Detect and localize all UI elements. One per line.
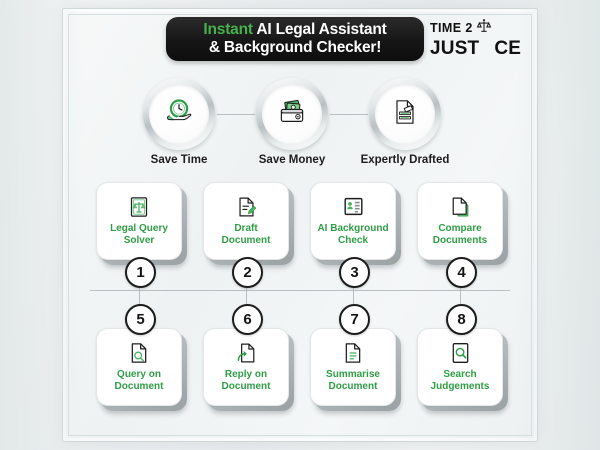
card-label-line-2: Document — [114, 380, 164, 392]
card-label-line-2: Check — [337, 234, 368, 246]
benefit-label: Expertly Drafted — [360, 154, 450, 166]
card-label-line-2: Document — [221, 234, 271, 246]
benefit-item-expertly-drafted[interactable]: Expertly Drafted — [361, 78, 449, 166]
document-search-icon — [129, 342, 149, 364]
card-label-line-1: AI Background — [317, 222, 389, 234]
card-label-line-1: Compare — [438, 222, 482, 234]
wallet-with-cash-icon — [275, 95, 309, 134]
card-label-line-1: Search — [443, 368, 477, 380]
card-label: AI Background Check — [317, 223, 388, 247]
logo-line-2: JUST CE — [430, 39, 521, 59]
feature-card-query-on-document[interactable]: Query on Document 5 — [96, 304, 187, 411]
header: Instant AI Legal Assistant & Background … — [62, 8, 538, 70]
title-line-2: & Background Checker! — [208, 39, 382, 56]
title-line-1-rest: AI Legal Assistant — [252, 21, 387, 38]
card-label-line-2: Judgements — [430, 380, 490, 392]
card-label: Legal Query Solver — [110, 223, 168, 247]
benefit-item-save-time[interactable]: Save Time — [143, 78, 215, 166]
copy-documents-icon — [450, 196, 471, 218]
benefit-label: Save Money — [258, 154, 326, 166]
feature-card-search-judgements[interactable]: Search Judgements 8 — [417, 304, 508, 411]
brand-logo[interactable]: TIME 2 JUST CE — [430, 18, 526, 60]
card-face: Reply on Document — [203, 328, 289, 406]
step-number-badge-3: 3 — [339, 257, 370, 288]
card-label: Query on Document — [115, 369, 164, 393]
scales-document-icon — [129, 196, 149, 218]
card-label: Draft Document — [222, 223, 271, 247]
card-face: Summarise Document — [310, 328, 396, 406]
feature-grid: Legal Query Solver 1 — [62, 182, 538, 442]
card-label: Search Judgements — [431, 369, 490, 393]
title-line-1: Instant AI Legal Assistant — [203, 21, 386, 39]
card-label-line-2: Document — [221, 380, 271, 392]
benefit-item-save-money[interactable]: Save Money — [256, 78, 328, 166]
benefit-face — [149, 84, 209, 144]
card-face: Query on Document — [96, 328, 182, 406]
card-label-line-2: Documents — [432, 234, 488, 246]
benefit-face — [375, 84, 435, 144]
title-banner: Instant AI Legal Assistant & Background … — [166, 17, 424, 61]
card-label: Compare Documents — [433, 223, 487, 247]
magnifier-document-icon — [451, 342, 470, 364]
card-label-line-1: Draft — [234, 222, 258, 234]
card-face: AI Background Check — [310, 182, 396, 260]
benefits-row: Save Time Save Mon — [62, 78, 538, 170]
step-number-badge-8: 8 — [446, 304, 477, 335]
id-card-icon — [343, 196, 364, 218]
card-label-line-1: Legal Query — [110, 222, 168, 234]
step-number-badge-5: 5 — [125, 304, 156, 335]
document-lines-icon — [343, 342, 363, 364]
benefit-face — [262, 84, 322, 144]
card-label-line-1: Summarise — [326, 368, 380, 380]
card-label: Reply on Document — [222, 369, 271, 393]
card-face: Search Judgements — [417, 328, 503, 406]
feature-card-ai-background-check[interactable]: AI Background Check 3 — [310, 182, 401, 288]
card-face: Compare Documents — [417, 182, 503, 260]
benefit-connector-1 — [217, 114, 255, 115]
step-number-badge-7: 7 — [339, 304, 370, 335]
grid-divider — [90, 290, 510, 291]
step-number-badge-4: 4 — [446, 257, 477, 288]
scales-of-justice-icon — [476, 18, 492, 39]
clock-on-hand-icon — [162, 95, 196, 134]
card-label-line-2: Document — [328, 380, 378, 392]
feature-card-legal-query-solver[interactable]: Legal Query Solver 1 — [96, 182, 187, 288]
logo-word-just: JUST — [430, 38, 480, 59]
feature-card-reply-on-document[interactable]: Reply on Document 6 — [203, 304, 294, 411]
card-label-line-1: Query on — [117, 368, 161, 380]
feature-card-compare-documents[interactable]: Compare Documents 4 — [417, 182, 508, 288]
benefit-label: Save Time — [150, 154, 208, 166]
title-accent-word: Instant — [203, 21, 253, 38]
poster-frame-inner — [68, 14, 532, 436]
drafted-document-icon — [389, 96, 421, 133]
logo-word-ce: CE — [494, 38, 522, 59]
benefit-connector-2 — [330, 114, 368, 115]
step-number-badge-2: 2 — [232, 257, 263, 288]
card-label-line-2: Solver — [123, 234, 155, 246]
logo-line-1: TIME 2 — [430, 21, 473, 35]
feature-card-draft-document[interactable]: Draft Document 2 — [203, 182, 294, 288]
document-reply-icon — [236, 342, 257, 364]
card-face: Draft Document — [203, 182, 289, 260]
card-label-line-1: Reply on — [224, 368, 268, 380]
feature-card-summarise-document[interactable]: Summarise Document 7 — [310, 304, 401, 411]
document-pen-icon — [236, 196, 257, 218]
card-face: Legal Query Solver — [96, 182, 182, 260]
step-number-badge-6: 6 — [232, 304, 263, 335]
card-label: Summarise Document — [326, 369, 380, 393]
step-number-badge-1: 1 — [125, 257, 156, 288]
